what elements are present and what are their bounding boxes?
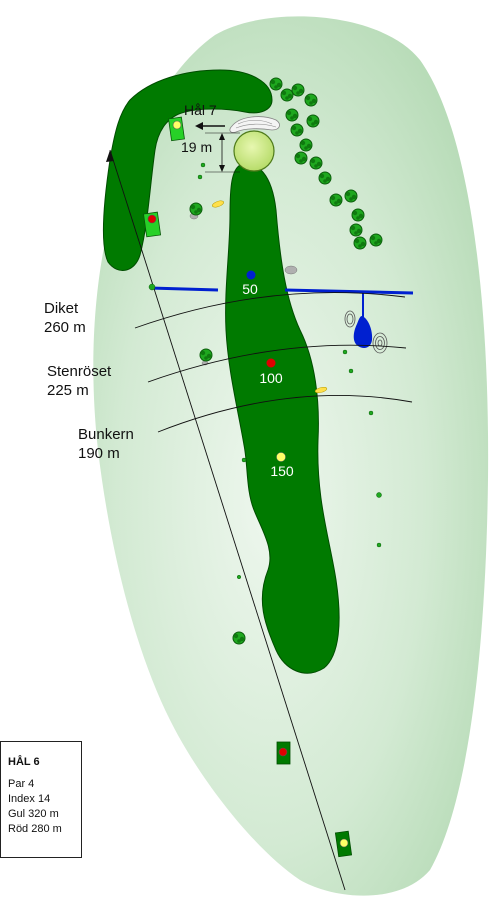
playing-line-arrowhead [106, 150, 114, 162]
stone-1 [284, 265, 298, 275]
hazard-diket-distance: 260 m [44, 319, 86, 336]
marker-50-dot [246, 270, 256, 280]
hole-length-red: Röd 280 m [8, 823, 62, 835]
marker-100-label: 100 [259, 370, 283, 386]
ditch-left [149, 286, 219, 292]
marker-150-dot [276, 452, 286, 462]
hazard-stenroset-distance: 225 m [47, 382, 89, 399]
hole-par: Par 4 [8, 778, 35, 790]
putting-green [233, 130, 275, 172]
shrubs [148, 162, 382, 580]
yellow-bunker-2 [314, 386, 328, 394]
fairway-main [225, 163, 340, 674]
marker-150-label: 150 [270, 463, 294, 479]
next-hole-distance: 19 m [181, 139, 213, 155]
arc-bunkern [157, 395, 413, 433]
greenside-bunker [229, 116, 280, 133]
hazard-diket-name: Diket [44, 300, 79, 317]
playing-line [109, 149, 346, 891]
contour-marks [344, 310, 388, 354]
arc-diket [134, 292, 406, 329]
hole-index: Index 14 [8, 793, 51, 805]
hazard-stenroset-name: Stenröset [47, 363, 112, 380]
hole-info-box: HÅL 6 Par 4 Index 14 Gul 320 m Röd 280 m [0, 741, 82, 858]
pond [353, 316, 373, 348]
marker-50-label: 50 [242, 281, 258, 297]
ditch-right [284, 288, 414, 295]
hazard-bunkern-name: Bunkern [78, 426, 134, 443]
hazard-bunkern-distance: 190 m [78, 445, 120, 462]
hole-length-yellow: Gul 320 m [8, 808, 59, 820]
arc-stenroset [147, 344, 407, 383]
hole-title: HÅL 6 [8, 756, 40, 768]
yellow-bunker-1 [212, 200, 224, 208]
next-hole-label: Hål 7 [184, 102, 217, 118]
marker-100-dot [266, 358, 276, 368]
